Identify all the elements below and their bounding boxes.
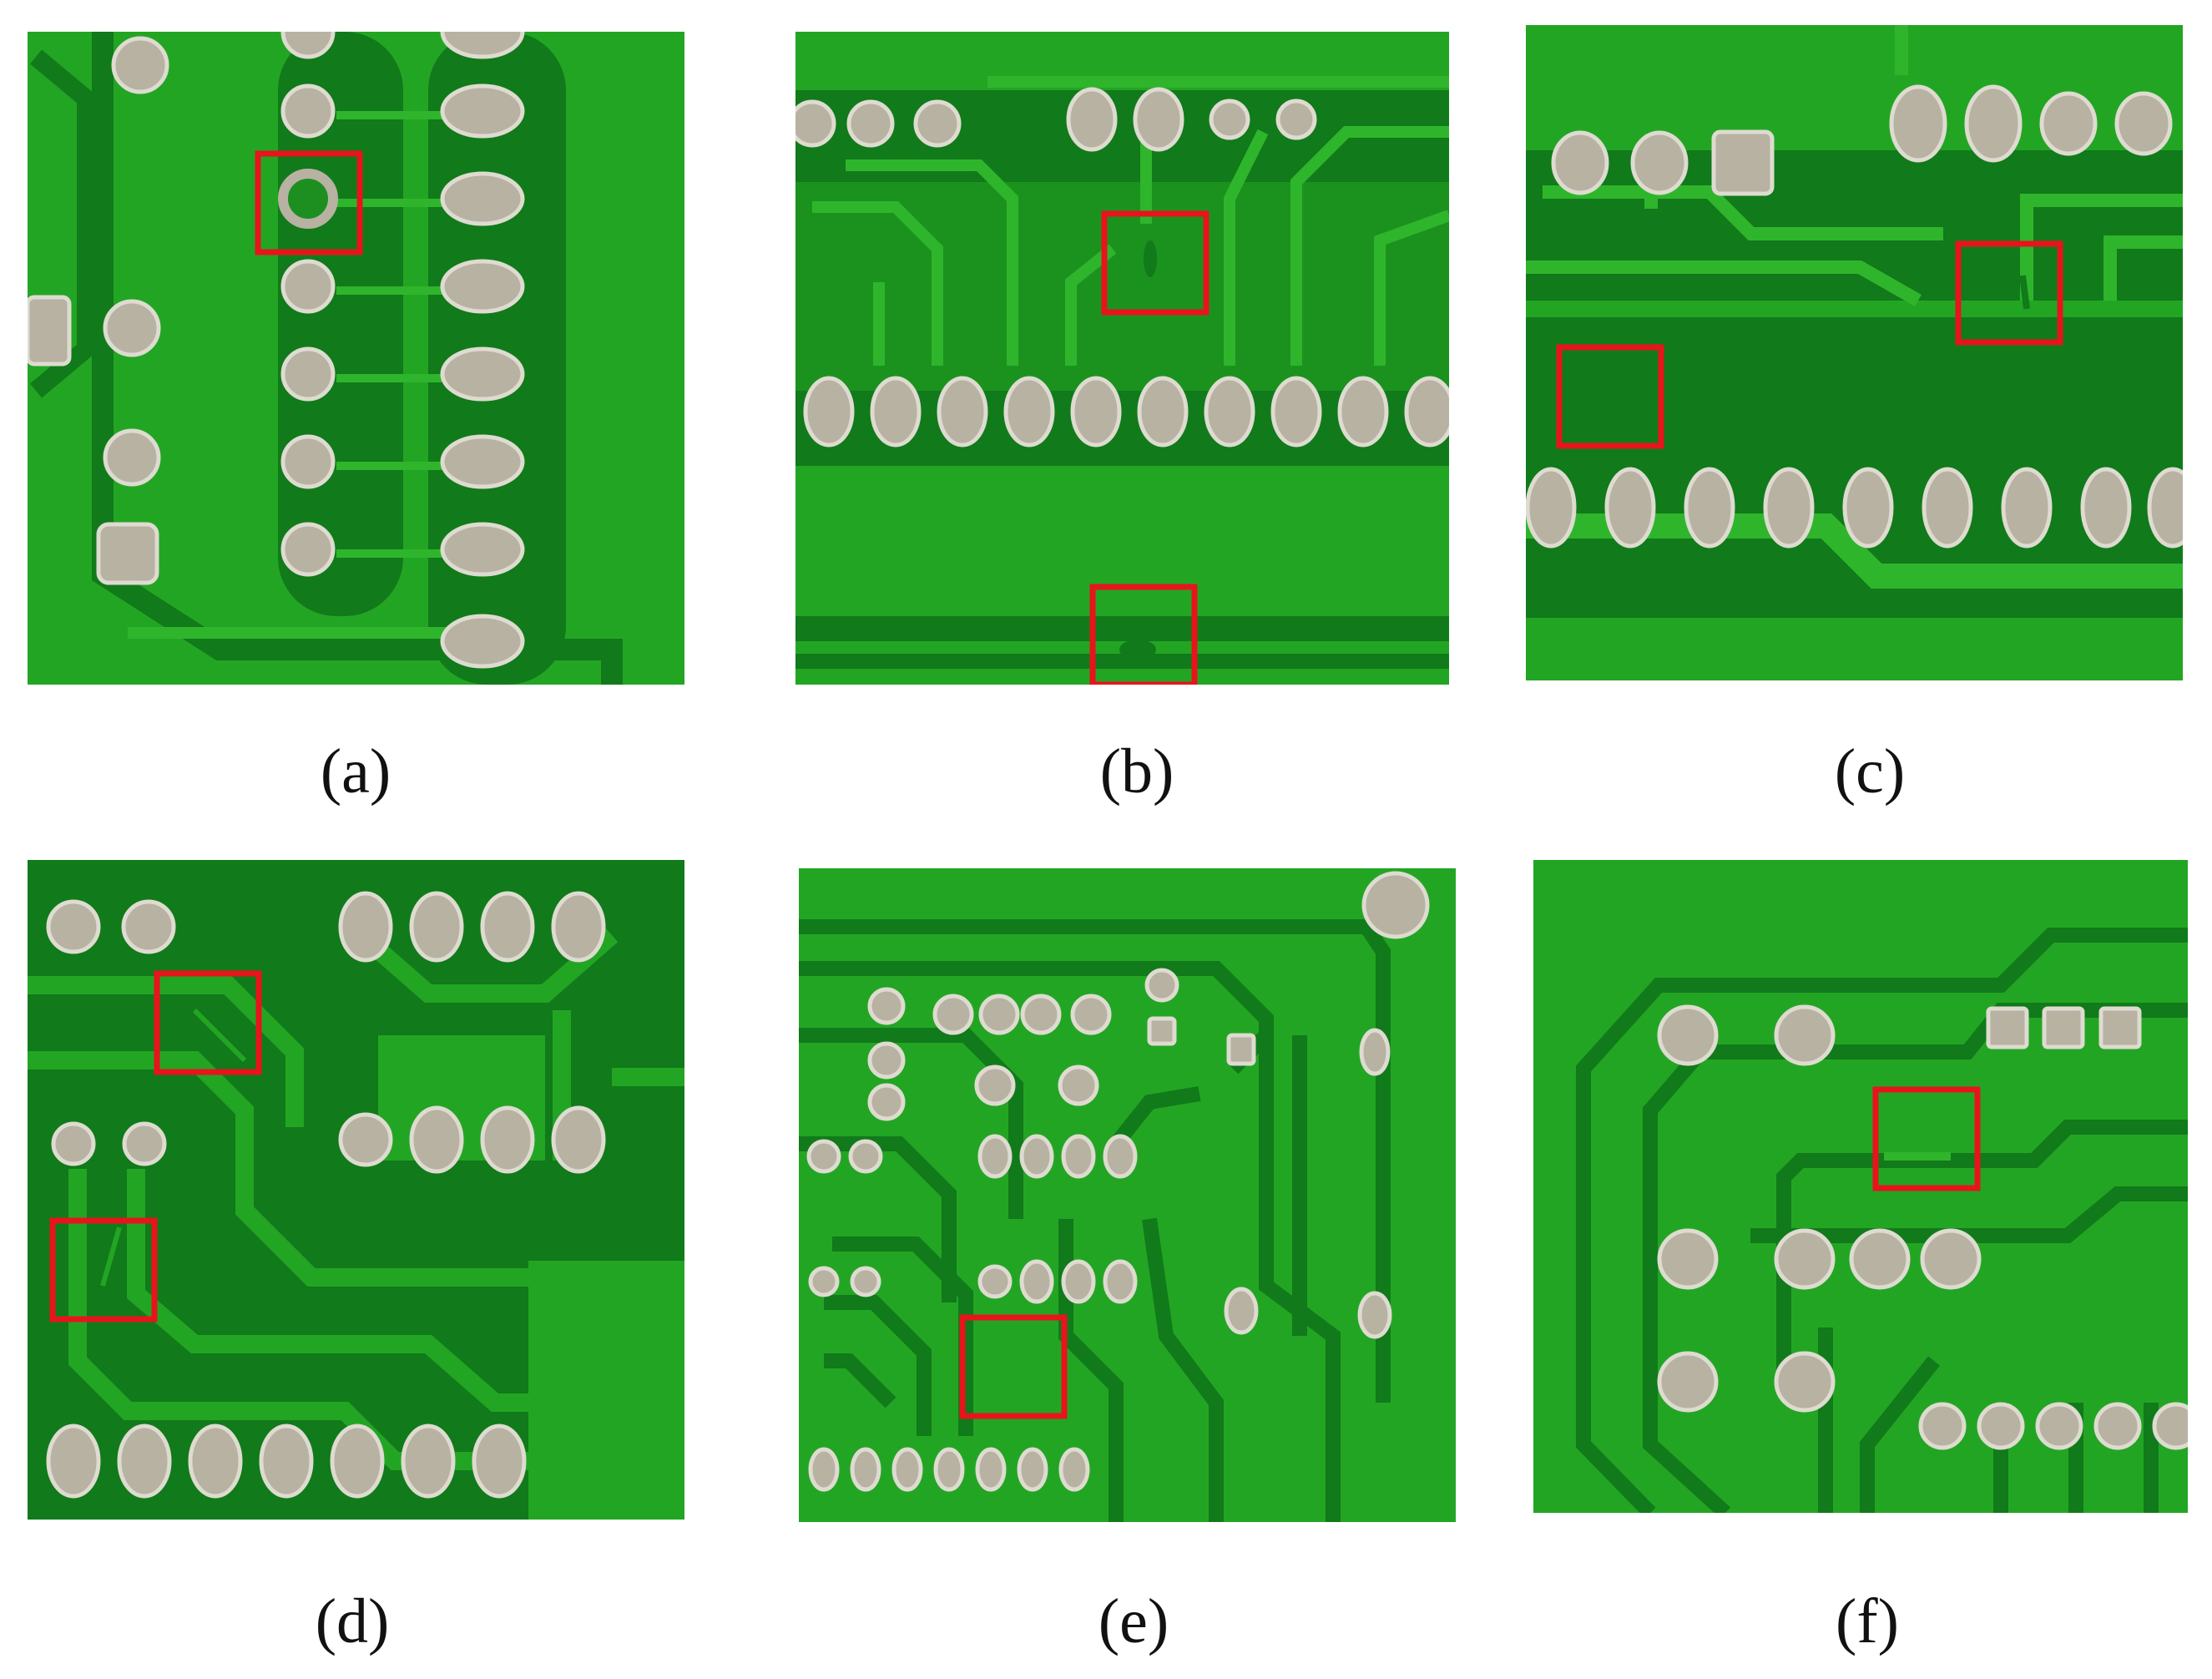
defect-box	[959, 1314, 1068, 1419]
defect-box	[255, 150, 363, 255]
pcb-panel-f	[1533, 860, 2188, 1513]
panel-label-e: (e)	[1098, 1586, 1169, 1656]
pcb-panel-d	[28, 860, 684, 1520]
panel-label-b: (b)	[1099, 736, 1174, 807]
panel-label-f: (f)	[1836, 1586, 1899, 1656]
defect-box	[154, 970, 262, 1075]
pcb-panel-b	[795, 32, 1449, 685]
defect-box	[49, 1217, 158, 1322]
panel-label-c: (c)	[1834, 736, 1906, 807]
pcb-panel-c	[1526, 25, 2183, 680]
panel-label-a: (a)	[320, 736, 391, 807]
pcb-panel-a	[28, 32, 684, 685]
defect-box	[1089, 584, 1198, 685]
defect-box	[1556, 344, 1664, 449]
defect-box	[1101, 210, 1210, 316]
defect-box	[1955, 240, 2063, 346]
pcb-panel-e	[799, 868, 1456, 1522]
defect-box	[1872, 1086, 1981, 1191]
panel-label-d: (d)	[315, 1586, 390, 1656]
